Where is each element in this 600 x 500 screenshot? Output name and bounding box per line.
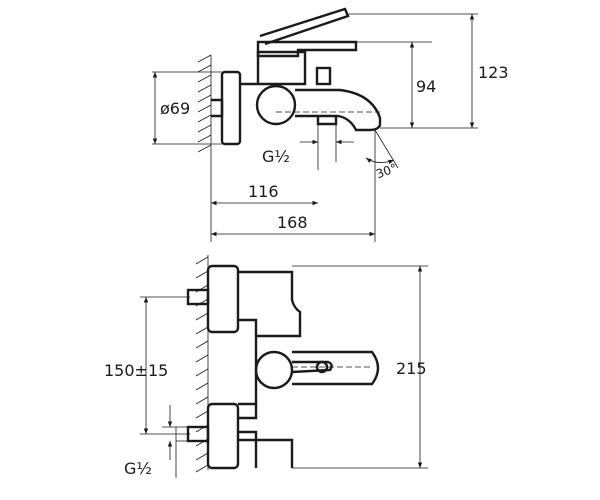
front-spout [292,350,380,386]
front-flange-top [206,264,240,334]
front-knob [254,350,294,390]
outlet [316,116,338,126]
front-flange-bottom [206,402,240,470]
dim-spout-height: 94 [416,77,436,96]
side-flange [220,70,242,146]
side-wall [197,54,212,153]
lever-raised [259,7,350,46]
dim-thread-bottom: G½ [124,459,152,478]
side-view: 123 94 ø69 G½ 30° 116 168 [152,7,509,242]
front-wall [195,255,209,473]
dim-top-height: 123 [478,63,509,82]
side-body [240,50,307,86]
dim-thread-top: G½ [262,147,290,166]
dim-centres: 150±15 [104,361,168,380]
diverter-pin [315,66,332,86]
front-body [238,270,302,468]
dim-front-height: 215 [396,359,427,378]
lever-handle [256,40,358,58]
spout [295,88,382,132]
dim-width-total: 168 [277,213,308,232]
diverter-knob [255,84,297,126]
front-view: 150±15 215 G½ [104,255,428,478]
dim-diameter: ø69 [160,99,190,118]
dim-width-inner: 116 [248,182,279,201]
dim-angle: 30° [374,161,399,181]
